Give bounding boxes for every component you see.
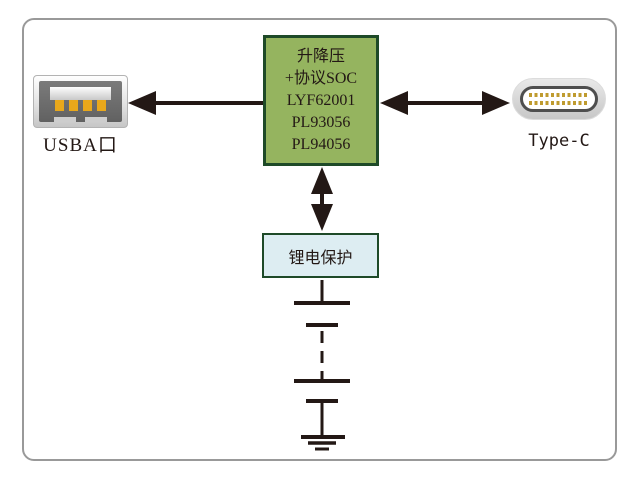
type-c-pins-top (529, 93, 589, 97)
usb-a-label: USBA口 (43, 135, 118, 156)
soc-line-3: LYF62001 (286, 91, 356, 109)
soc-line-5: PL94056 (291, 135, 351, 153)
usb-a-port-icon (33, 75, 128, 128)
usb-a-contacts (39, 117, 122, 122)
usb-a-cavity (39, 81, 122, 122)
type-c-label: Type-C (528, 131, 590, 151)
type-c-ring (520, 86, 598, 112)
soc-line-1: 升降压 (296, 47, 345, 65)
type-c-port-icon (512, 78, 606, 120)
battery-protection-label: 锂电保护 (288, 249, 353, 267)
soc-line-4: PL93056 (291, 113, 351, 131)
usb-a-tongue (50, 87, 111, 100)
type-c-pins-bottom (529, 101, 589, 105)
soc-line-2: +协议SOC (284, 69, 358, 87)
diagram-frame (22, 18, 617, 461)
soc-block: 升降压 +协议SOC LYF62001 PL93056 PL94056 (263, 35, 379, 166)
usb-a-pins (50, 100, 111, 111)
battery-protection-block: 锂电保护 (262, 233, 379, 278)
